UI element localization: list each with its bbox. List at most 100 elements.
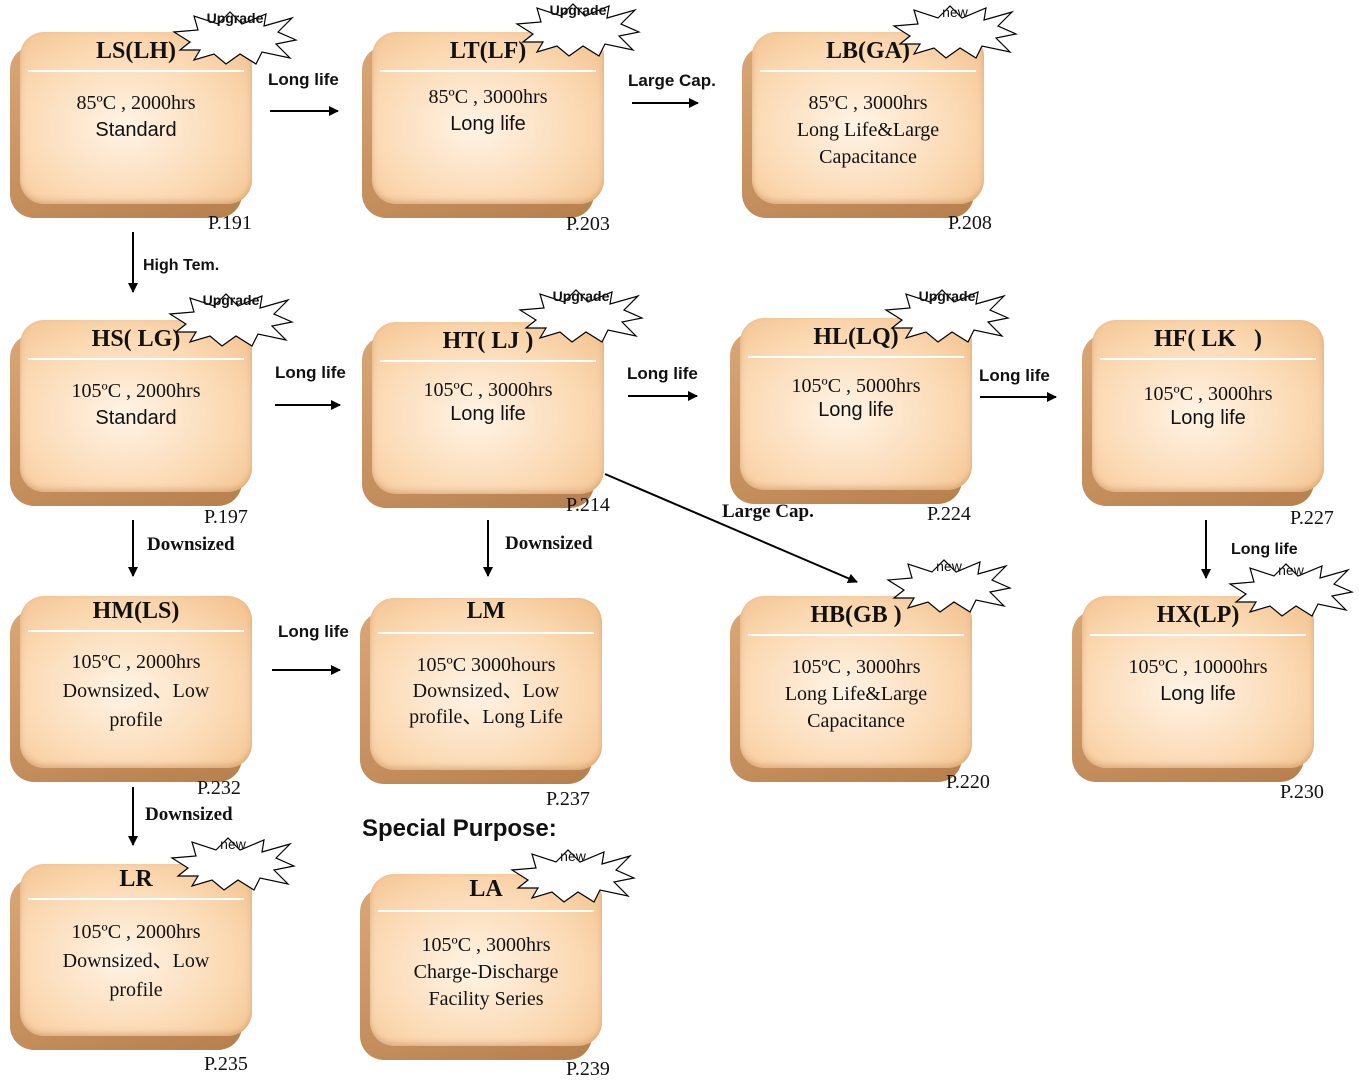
node-title: LT(LF): [449, 38, 527, 64]
node-spec: 105ºC , 2000hrs: [71, 651, 201, 673]
node-desc: Long life: [450, 113, 526, 135]
node-spec: 105ºC , 10000hrs: [1128, 656, 1268, 678]
node-body: 85ºC , 2000hrs Standard: [30, 90, 242, 144]
node-la: LA 105ºC , 3000hrs Charge-Discharge Faci…: [360, 874, 602, 1060]
page-ref-ls: P.191: [208, 212, 252, 234]
node-desc: Downsized、Low: [62, 680, 210, 702]
special-purpose-heading: Special Purpose:: [362, 815, 557, 842]
page-ref-la: P.239: [566, 1058, 610, 1080]
label-lt-to-lb: Large Cap.: [628, 71, 716, 90]
starburst-icon: [170, 837, 296, 891]
starburst-icon: [1228, 563, 1354, 617]
node-desc: Long life: [1170, 407, 1246, 429]
label-hf-to-hx: Long life: [1231, 541, 1298, 558]
node-hx: HX(LP) 105ºC , 10000hrs Long life: [1072, 596, 1314, 782]
badge-text: Upgrade: [206, 10, 264, 26]
node-spec: 105ºC , 2000hrs: [71, 921, 201, 943]
badge-text: new: [560, 848, 586, 864]
page-ref-hx: P.230: [1280, 781, 1324, 803]
node-lt: LT(LF) 85ºC , 3000hrs Long life: [362, 32, 604, 218]
node-body: 105ºC , 2000hrs Standard: [30, 378, 242, 432]
node-body: 105ºC , 3000hrs Long life: [382, 378, 594, 426]
badge-text: Upgrade: [549, 2, 607, 18]
node-lr: LR 105ºC , 2000hrs Downsized、Low profile: [10, 864, 252, 1050]
node-title: LA: [469, 876, 503, 902]
node-face: [20, 320, 252, 492]
node-spec: 105ºC , 5000hrs: [791, 375, 921, 397]
badge-text: new: [942, 4, 968, 20]
node-desc: Long life: [450, 403, 526, 425]
node-body: 105ºC , 3000hrs Long Life&Large Capacita…: [750, 654, 962, 735]
node-face: [752, 32, 984, 204]
node-body: 105ºC 3000hours Downsized、Low profile、Lo…: [380, 652, 592, 730]
badge-hl: Upgrade: [882, 288, 1012, 344]
starburst-icon: [172, 11, 298, 65]
node-title: LR: [119, 866, 153, 892]
label-hm-to-lr: Downsized: [145, 804, 233, 825]
node-desc: Standard: [95, 407, 177, 429]
page-ref-hs: P.197: [204, 506, 248, 528]
page-ref-hb: P.220: [946, 771, 990, 793]
node-divider: [748, 634, 964, 636]
node-desc: Capacitance: [807, 710, 905, 732]
node-divider: [28, 358, 244, 360]
node-desc: Long life: [818, 399, 894, 421]
node-title: LB(GA): [826, 38, 910, 64]
node-divider: [28, 898, 244, 900]
node-spec: 85ºC , 3000hrs: [808, 92, 928, 114]
starburst-icon: [884, 289, 1010, 343]
node-face: [20, 596, 252, 768]
node-divider: [380, 360, 596, 362]
badge-hs: Upgrade: [166, 292, 296, 348]
node-title: HS( LG): [91, 326, 181, 352]
node-face: [740, 318, 972, 490]
node-spec: 85ºC , 3000hrs: [428, 86, 548, 108]
node-spec: 105ºC 3000hours: [416, 654, 556, 676]
node-body: 85ºC , 3000hrs Long life: [382, 84, 594, 138]
badge-text: Upgrade: [552, 288, 610, 304]
label-hm-to-lm: Long life: [278, 622, 349, 641]
page-ref-lm: P.237: [546, 788, 590, 810]
node-desc: Capacitance: [819, 146, 917, 168]
badge-lt: Upgrade: [513, 2, 643, 58]
badge-lb: new: [890, 4, 1020, 60]
badge-text: new: [936, 558, 962, 574]
badge-text: Upgrade: [918, 288, 976, 304]
starburst-icon: [515, 3, 641, 57]
label-hs-to-hm: Downsized: [147, 534, 235, 555]
node-spec: 105ºC , 3000hrs: [791, 656, 921, 678]
node-face: [740, 596, 972, 768]
node-face: [20, 32, 252, 204]
label-ht-to-hl: Long life: [627, 364, 698, 383]
badge-text: new: [1278, 562, 1304, 578]
page-ref-hf: P.227: [1290, 507, 1334, 529]
node-divider: [1090, 634, 1306, 636]
node-title: HM(LS): [92, 598, 180, 624]
node-desc: Long life: [1160, 683, 1236, 705]
node-title: HT( LJ ): [442, 328, 534, 354]
node-face: [372, 322, 604, 494]
node-body: 105ºC , 3000hrs Long life: [1102, 382, 1314, 430]
badge-text: Upgrade: [202, 292, 260, 308]
node-spec: 105ºC , 2000hrs: [71, 380, 201, 402]
node-body: 85ºC , 3000hrs Long Life&Large Capacitan…: [762, 90, 974, 171]
node-lm: LM 105ºC 3000hours Downsized、Low profile…: [360, 598, 602, 784]
node-title: LM: [466, 598, 506, 624]
node-desc: Standard: [95, 119, 177, 141]
node-hm: HM(LS) 105ºC , 2000hrs Downsized、Low pro…: [10, 596, 252, 782]
node-spec: 85ºC , 2000hrs: [76, 92, 196, 114]
page-ref-lt: P.203: [566, 213, 610, 235]
node-spec: 105ºC , 3000hrs: [1143, 383, 1273, 405]
node-title: HB(GB ): [810, 602, 902, 628]
node-face: [370, 598, 602, 770]
label-hl-to-hf: Long life: [979, 366, 1050, 385]
node-divider: [378, 910, 594, 912]
node-desc: Downsized、Low: [62, 950, 210, 972]
label-ht-to-hb: Large Cap.: [722, 501, 814, 522]
node-divider: [748, 356, 964, 358]
badge-ht: Upgrade: [516, 288, 646, 344]
page-ref-lr: P.235: [204, 1053, 248, 1075]
page-ref-ht: P.214: [566, 494, 610, 516]
node-face: [1092, 320, 1324, 492]
page-ref-hm: P.232: [197, 777, 241, 799]
